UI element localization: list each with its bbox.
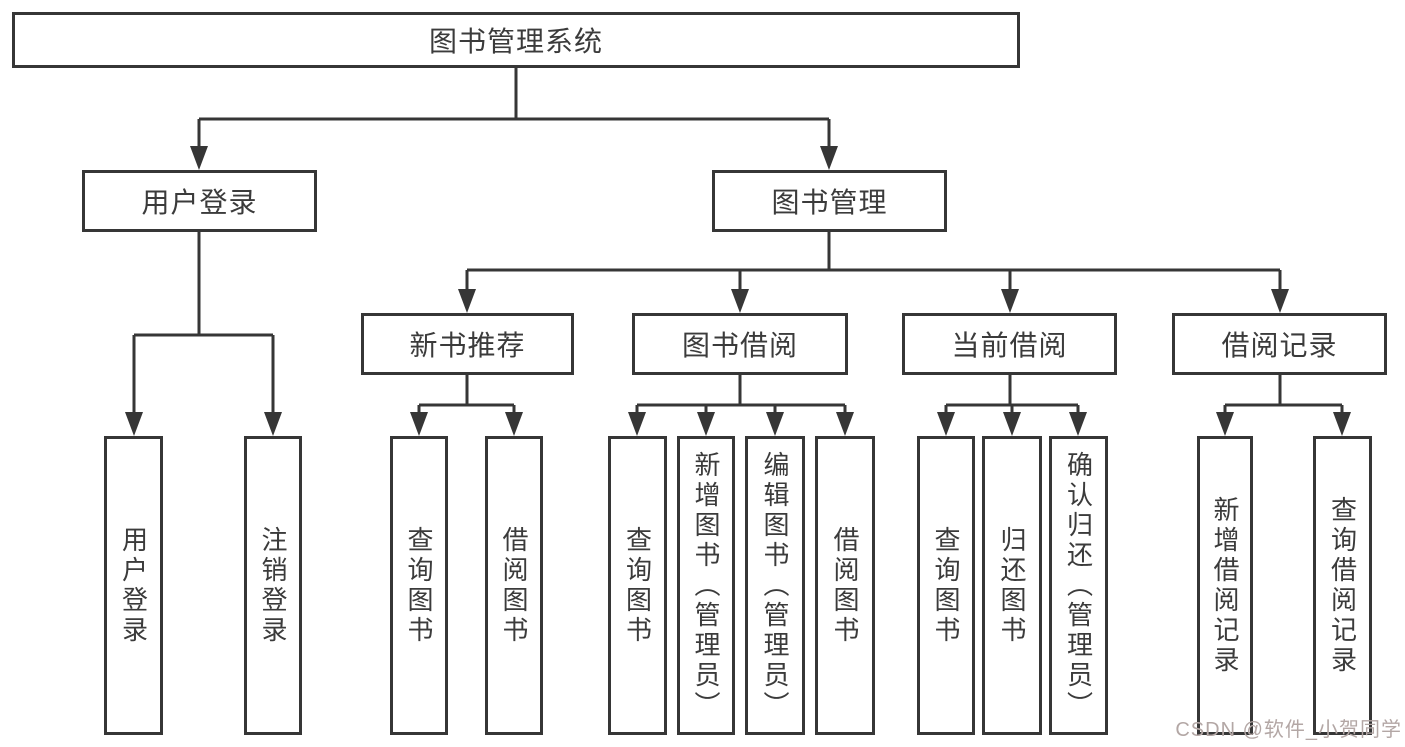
node-borrow-record: 借阅记录 <box>1172 313 1387 375</box>
leaf-borrow-book-recommend-label: 借阅图书 <box>499 525 529 646</box>
node-current-borrow: 当前借阅 <box>902 313 1117 375</box>
node-root: 图书管理系统 <box>12 12 1020 68</box>
node-current-borrow-label: 当前借阅 <box>951 330 1068 361</box>
node-root-label: 图书管理系统 <box>428 26 603 57</box>
leaf-query-book-recommend: 查询图书 <box>390 436 448 735</box>
node-new-book-recommend: 新书推荐 <box>361 313 574 375</box>
node-book-management-label: 图书管理 <box>771 187 888 218</box>
leaf-add-book-admin-label: 新增图书（管理员） <box>691 450 721 721</box>
leaf-edit-book-admin-label: 编辑图书（管理员） <box>760 450 790 721</box>
leaf-query-borrow-record-label: 查询借阅记录 <box>1327 495 1358 676</box>
leaf-query-book-current: 查询图书 <box>917 436 975 735</box>
leaf-return-book-label: 归还图书 <box>997 525 1027 646</box>
node-borrow-record-label: 借阅记录 <box>1221 330 1338 361</box>
node-book-borrow: 图书借阅 <box>632 313 848 375</box>
node-book-management: 图书管理 <box>712 170 947 232</box>
leaf-borrow-book: 借阅图书 <box>815 436 875 735</box>
leaf-logout-label: 注销登录 <box>258 525 288 646</box>
leaf-user-login: 用户登录 <box>104 436 163 735</box>
leaf-query-book-borrow: 查询图书 <box>608 436 667 735</box>
leaf-query-borrow-record: 查询借阅记录 <box>1313 436 1372 735</box>
node-new-book-recommend-label: 新书推荐 <box>409 330 526 361</box>
leaf-borrow-book-label: 借阅图书 <box>830 525 860 646</box>
leaf-query-book-current-label: 查询图书 <box>931 525 961 646</box>
leaf-add-borrow-record: 新增借阅记录 <box>1197 436 1253 735</box>
node-user-login: 用户登录 <box>82 170 317 232</box>
watermark-text: CSDN @软件_小贺同学 <box>1175 719 1402 741</box>
leaf-user-login-label: 用户登录 <box>118 525 149 646</box>
leaf-logout: 注销登录 <box>244 436 302 735</box>
node-user-login-label: 用户登录 <box>141 187 258 218</box>
leaf-edit-book-admin: 编辑图书（管理员） <box>745 436 805 735</box>
leaf-add-borrow-record-label: 新增借阅记录 <box>1210 495 1240 676</box>
leaf-borrow-book-recommend: 借阅图书 <box>485 436 543 735</box>
leaf-return-book: 归还图书 <box>982 436 1042 735</box>
leaf-query-book-borrow-label: 查询图书 <box>622 525 653 646</box>
leaf-confirm-return-admin: 确认归还（管理员） <box>1049 436 1108 735</box>
leaf-add-book-admin: 新增图书（管理员） <box>677 436 735 735</box>
leaf-query-book-recommend-label: 查询图书 <box>404 525 434 646</box>
leaf-confirm-return-admin-label: 确认归还（管理员） <box>1063 450 1094 721</box>
node-book-borrow-label: 图书借阅 <box>681 330 798 361</box>
